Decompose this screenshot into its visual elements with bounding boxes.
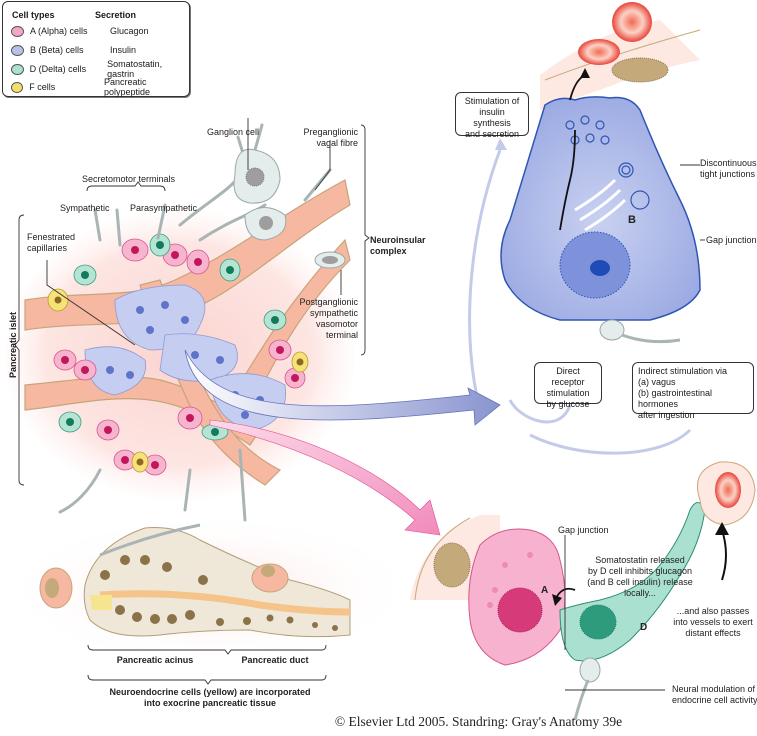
legend-secretion: Pancreatic polypeptide — [103, 77, 151, 97]
direct-stimulation-box: Direct receptor stimulation by glucose — [534, 362, 602, 409]
alpha-cell-swatch-icon — [11, 25, 24, 37]
label-postganglionic-3: vasomotor — [315, 319, 358, 329]
also-passes-line: into vessels to exert — [673, 617, 753, 627]
label-pancreatic-duct: Pancreatic duct — [241, 655, 309, 665]
also-passes-line: distant effects — [685, 628, 741, 638]
also-passes-note: ...and also passes into vessels to exert… — [672, 606, 754, 639]
blue-flow-arrow — [184, 349, 501, 426]
label-a-cell: A — [541, 585, 549, 596]
stimulation-line: Stimulation of — [464, 96, 520, 106]
somatostatin-note: Somatostatin released by D cell inhibits… — [580, 555, 700, 599]
also-passes-line: ...and also passes — [676, 606, 750, 616]
label-fenestrated-2: capillaries — [27, 243, 68, 253]
label-postganglionic-2: sympathetic — [309, 308, 358, 318]
label-neuroendocrine-note-2: into exocrine pancreatic tissue — [143, 698, 277, 708]
label-neural-modulation-1: Neural modulation of — [672, 684, 756, 694]
indirect-line: (a) vagus — [638, 377, 676, 387]
pink-flow-arrow — [209, 419, 441, 536]
pancreatic-acinus-illustration — [20, 520, 400, 660]
label-pancreatic-acinus: Pancreatic acinus — [116, 655, 194, 665]
copyright-notice: © Elsevier Ltd 2005. Standring: Gray's A… — [334, 714, 623, 729]
direct-line: stimulation — [546, 388, 590, 398]
indirect-line: (b) gastrointestinal hormones — [638, 388, 713, 409]
cell-type-legend: Cell types Secretion A (Alpha) cells Glu… — [2, 1, 190, 97]
label-preganglionic-2: vagal fibre — [316, 138, 358, 148]
label-postganglionic-1: Postganglionic — [299, 297, 358, 307]
legend-row-beta: B (Beta) cells Insulin — [11, 43, 136, 57]
indirect-line: after ingestion — [638, 410, 695, 420]
legend-row-alpha: A (Alpha) cells Glucagon — [11, 24, 149, 38]
legend-row-f: F cells Pancreatic polypeptide — [11, 77, 189, 97]
label-gap-junction-beta: Gap junction — [706, 235, 757, 245]
stimulation-box: Stimulation of insulin synthesis and sec… — [455, 92, 529, 139]
somatostatin-line: by D cell inhibits glucagon — [587, 566, 693, 576]
label-gap-junction-ad: Gap junction — [558, 525, 609, 535]
label-discontinuous-1: Discontinuous — [700, 158, 757, 168]
alpha-delta-cells-illustration — [410, 461, 756, 721]
label-ganglion-cell: Ganglion cell — [207, 127, 260, 137]
label-sympathetic: Sympathetic — [60, 203, 110, 213]
legend-secretion: Glucagon — [110, 26, 149, 36]
label-d-cell: D — [640, 622, 648, 633]
label-fenestrated-1: Fenestrated — [27, 232, 76, 242]
legend-secretion: Insulin — [110, 45, 137, 55]
legend-header-cell-types: Cell types — [12, 10, 55, 20]
label-postganglionic-4: terminal — [325, 330, 358, 340]
legend-row-delta: D (Delta) cells Somatostatin, gastrin — [11, 59, 189, 79]
legend-header-secretion: Secretion — [95, 10, 137, 20]
label-neuroinsular-2: complex — [370, 246, 407, 256]
legend-cell: A (Alpha) cells — [30, 26, 88, 36]
delta-cell-swatch-icon — [11, 63, 24, 75]
pancreatic-islet-illustration — [5, 123, 355, 522]
label-neuroendocrine-note-1: Neuroendocrine cells (yellow) are incorp… — [109, 687, 311, 697]
indirect-line: Indirect stimulation via — [638, 366, 728, 376]
somatostatin-line: Somatostatin released — [595, 555, 685, 565]
label-pancreatic-islet: Pancreatic islet — [8, 311, 18, 379]
label-neuroinsular-1: Neuroinsular — [370, 235, 426, 245]
beta-cell-illustration — [468, 2, 701, 455]
beta-cell-swatch-icon — [11, 44, 24, 56]
legend-cell: B (Beta) cells — [30, 45, 84, 55]
somatostatin-line: locally... — [624, 588, 656, 598]
label-neural-modulation-2: endocrine cell activity — [672, 695, 757, 705]
label-discontinuous-2: tight junctions — [700, 169, 756, 179]
somatostatin-line: (and B cell insulin) release — [587, 577, 693, 587]
legend-cell: D (Delta) cells — [29, 64, 87, 74]
label-b-cell: B — [628, 214, 636, 226]
legend-cell: F cells — [29, 82, 56, 92]
label-parasympathetic: Parasympathetic — [130, 203, 198, 213]
f-cell-swatch-icon — [11, 81, 24, 93]
indirect-stimulation-box: Indirect stimulation via (a) vagus (b) g… — [632, 362, 754, 420]
label-secretomotor-terminals: Secretomotor terminals — [82, 174, 176, 184]
stimulation-line: and secretion — [464, 129, 520, 139]
legend-secretion: Somatostatin, gastrin — [107, 59, 163, 79]
direct-line: by glucose — [546, 399, 590, 409]
direct-line: Direct receptor — [551, 366, 585, 387]
label-preganglionic-1: Preganglionic — [303, 127, 358, 137]
stimulation-line: insulin synthesis — [473, 107, 511, 128]
